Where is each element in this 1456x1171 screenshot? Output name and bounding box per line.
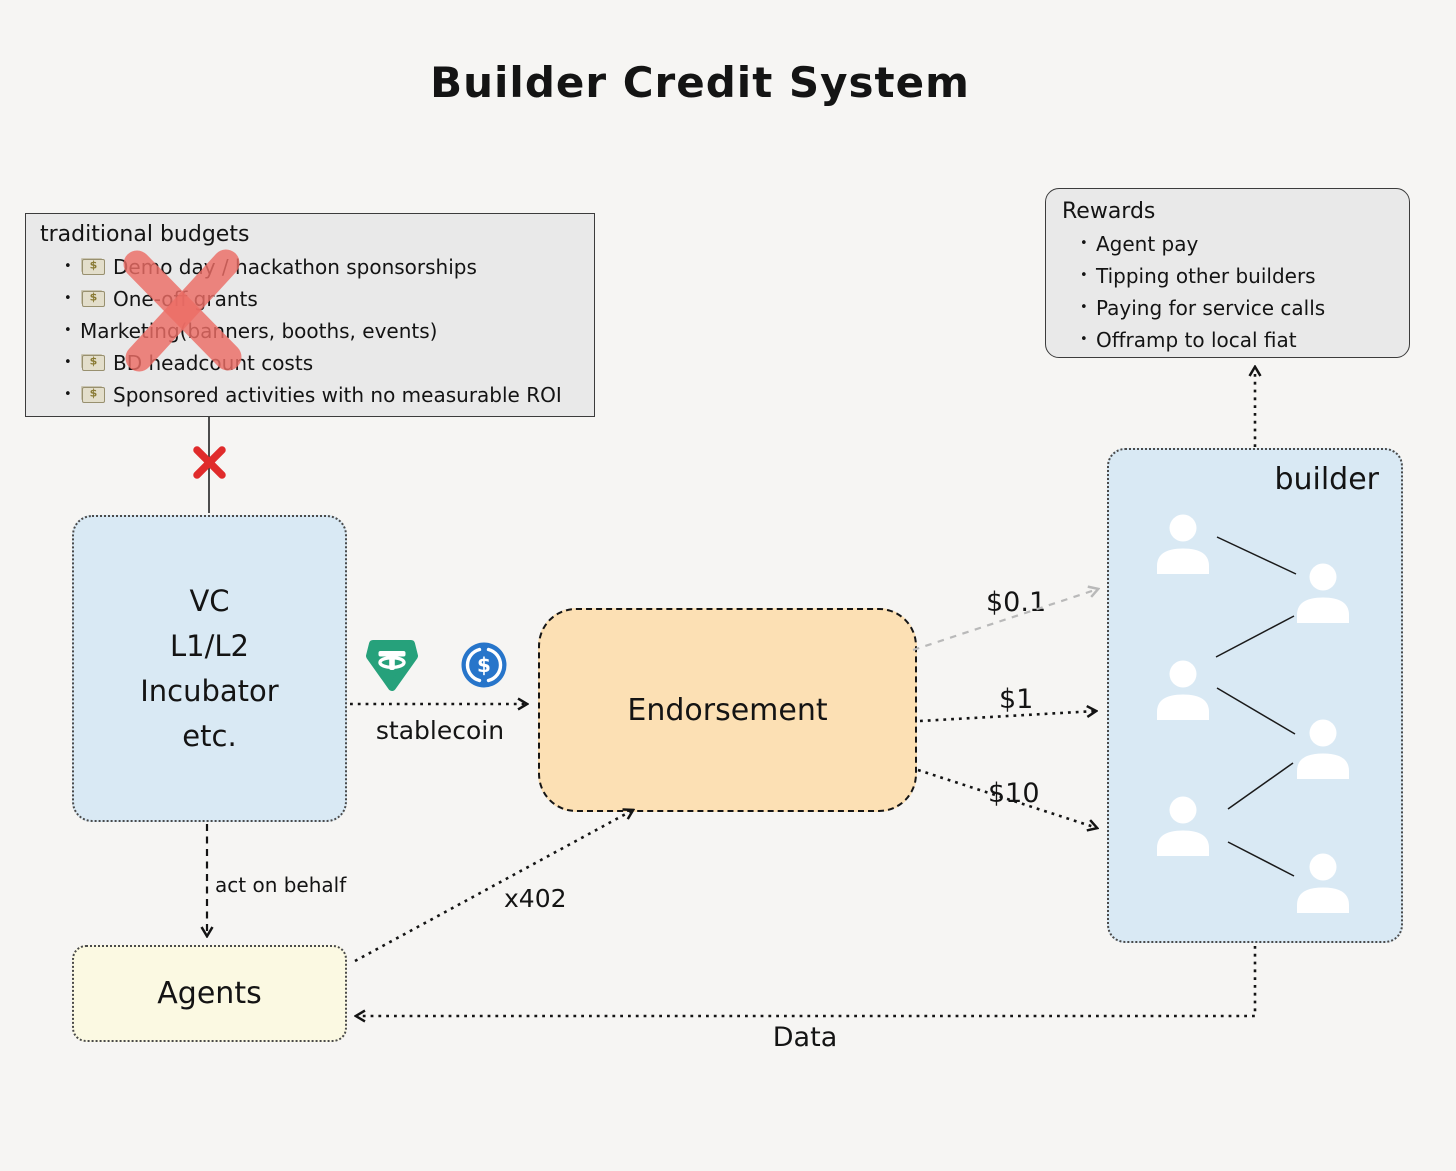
tether-icon <box>366 640 418 691</box>
traditional-budgets-list: Demo day / hackathon sponsorships One-of… <box>40 251 580 411</box>
page-title: Builder Credit System <box>430 58 970 107</box>
money-with-wings-icon <box>82 259 105 275</box>
data-arrow <box>356 946 1257 1016</box>
node-agents: Agents <box>72 945 347 1042</box>
node-vc-funders: VC L1/L2 Incubator etc. <box>72 515 347 822</box>
traditional-budgets-title: traditional budgets <box>40 222 250 247</box>
node-builder: builder <box>1107 448 1403 943</box>
amount-label-0-1: $0.1 <box>986 587 1047 618</box>
amount-label-10: $10 <box>988 778 1040 809</box>
money-with-wings-icon <box>82 355 105 371</box>
list-item: Agent pay <box>1080 228 1393 260</box>
stablecoin-edge-label: stablecoin <box>375 716 505 745</box>
traditional-budgets-panel: traditional budgets Demo day / hackathon… <box>25 213 595 417</box>
vc-node-label: VC L1/L2 Incubator etc. <box>140 583 279 753</box>
list-item: Demo day / hackathon sponsorships <box>64 251 580 283</box>
rewards-list: Agent pay Tipping other builders Paying … <box>1062 228 1393 356</box>
list-item: Tipping other builders <box>1080 260 1393 292</box>
agents-label: Agents <box>157 976 262 1011</box>
red-cross-icon <box>193 446 226 479</box>
svg-text:$: $ <box>477 653 491 677</box>
list-item: Sponsored activities with no measurable … <box>64 379 580 411</box>
rewards-panel: Rewards Agent pay Tipping other builders… <box>1045 188 1410 358</box>
node-endorsement: Endorsement <box>538 608 917 812</box>
money-with-wings-icon <box>82 291 105 307</box>
endorsement-label: Endorsement <box>627 692 828 728</box>
list-item: Marketing(banners, booths, events) <box>64 315 580 347</box>
usdc-icon: $ <box>461 642 507 688</box>
list-item: BD headcount costs <box>64 347 580 379</box>
list-item: One-off grants <box>64 283 580 315</box>
act-on-behalf-label: act on behalf <box>215 873 347 897</box>
amount-label-1: $1 <box>999 684 1034 715</box>
x402-arrow <box>354 810 633 963</box>
x402-edge-label: x402 <box>504 884 567 913</box>
builder-label: builder <box>1274 462 1379 497</box>
list-item: Paying for service calls <box>1080 292 1393 324</box>
list-item: Offramp to local fiat <box>1080 324 1393 356</box>
data-edge-label: Data <box>772 1022 838 1053</box>
money-with-wings-icon <box>82 387 105 403</box>
budgets-to-vc-connector <box>193 417 226 513</box>
rewards-title: Rewards <box>1062 199 1156 224</box>
